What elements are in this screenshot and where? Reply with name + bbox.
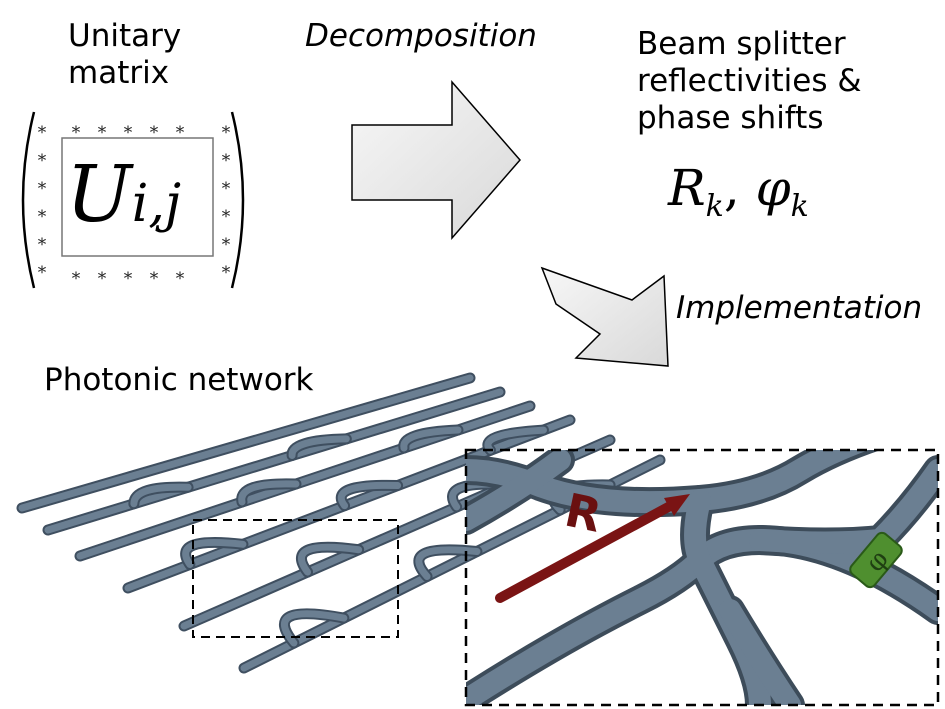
matrix-star: *	[222, 151, 231, 171]
matrix-star: *	[222, 235, 231, 255]
matrix-star: *	[222, 179, 231, 199]
matrix-star: *	[124, 123, 133, 143]
implementation-label: Implementation	[676, 290, 923, 326]
parameters-label: Beam splitter reflectivities & phase shi…	[637, 26, 862, 136]
left-parenthesis	[21, 111, 36, 289]
matrix-element: Ui,j	[66, 150, 181, 249]
unitary-matrix-label: Unitary matrix	[68, 18, 182, 91]
coupler	[130, 483, 192, 508]
u-subscript: i,j	[131, 174, 182, 234]
coupler	[298, 543, 363, 576]
matrix-star: *	[72, 123, 81, 143]
implementation-arrow	[540, 266, 669, 367]
u-symbol: U	[66, 150, 132, 240]
matrix-star: *	[38, 179, 47, 199]
matrix-star: *	[72, 269, 81, 289]
matrix-element-box	[61, 137, 214, 257]
formula-comma: ,	[723, 159, 740, 217]
matrix-star: *	[150, 269, 159, 289]
reflectivity-arrowhead	[664, 494, 690, 516]
matrix-star: *	[38, 207, 47, 227]
matrix-star: *	[150, 123, 159, 143]
photonic-network-label: Photonic network	[44, 362, 314, 398]
waveguide	[18, 374, 474, 512]
matrix-star: *	[38, 123, 47, 143]
zoom-waveguide	[719, 599, 801, 705]
right-parenthesis	[230, 111, 245, 289]
zoom-box	[464, 448, 940, 707]
decomposition-arrow	[351, 79, 521, 241]
matrix-star: *	[98, 123, 107, 143]
decomposition-label: Decomposition	[305, 18, 537, 54]
waveguide	[44, 388, 504, 534]
matrix-star: *	[124, 269, 133, 289]
coupler	[238, 480, 300, 506]
phi-symbol: φ	[755, 159, 791, 217]
zoom-waveguide	[466, 450, 571, 531]
matrix-star: *	[222, 123, 231, 143]
matrix-star: *	[222, 207, 231, 227]
parameter-formula: Rk, φk	[668, 158, 809, 237]
phase-shifter: φ	[849, 531, 903, 589]
coupler	[337, 481, 402, 510]
unitary-matrix: * * * * * * * * * * * * * * * * * * * * * *	[21, 111, 245, 289]
r-symbol: R	[668, 159, 706, 217]
coupler	[400, 426, 462, 452]
matrix-star: *	[176, 123, 185, 143]
coupler	[484, 426, 547, 454]
matrix-star: *	[222, 263, 231, 283]
r-subscript: k	[705, 189, 724, 224]
matrix-star: *	[98, 269, 107, 289]
highlight-box	[192, 519, 399, 638]
matrix-star: *	[38, 235, 47, 255]
matrix-star: *	[176, 269, 185, 289]
reflectivity-arrow	[495, 500, 677, 603]
matrix-star: *	[38, 263, 47, 283]
phi-subscript: k	[790, 189, 809, 224]
coupler	[280, 610, 348, 647]
matrix-star: *	[38, 151, 47, 171]
coupler	[288, 435, 350, 459]
coupler	[415, 546, 481, 580]
